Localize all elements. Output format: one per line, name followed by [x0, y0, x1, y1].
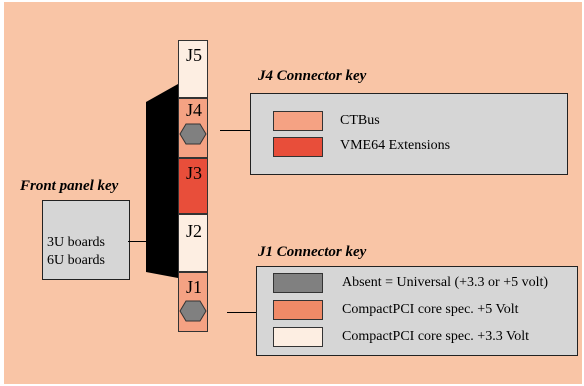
connector-j1-label: J1: [185, 277, 202, 297]
connector-j3-label: J3: [185, 163, 202, 183]
vme64-label: VME64 Extensions: [340, 138, 451, 153]
vme64-swatch: [273, 137, 323, 157]
front-panel-key-title: Front panel key: [20, 178, 119, 194]
ctbus-label: CTBus: [340, 113, 380, 128]
hexagon-key-icon: [179, 300, 207, 322]
ctbus-swatch: [273, 111, 323, 131]
connector-j5-label: J5: [185, 45, 202, 65]
core-3v3-label: CompactPCI core spec. +3.3 Volt: [342, 329, 530, 344]
j4-key-box: CTBus VME64 Extensions: [250, 93, 568, 175]
core-3v3-swatch: [273, 327, 323, 347]
absent-universal-swatch: [273, 273, 323, 293]
connector-j1: J1: [178, 272, 208, 332]
connector-j2-label: J2: [185, 221, 202, 241]
core-5v-label: CompactPCI core spec. +5 Volt: [342, 302, 519, 317]
absent-universal-label: Absent = Universal (+3.3 or +5 volt): [342, 275, 549, 290]
hexagon-key-icon: [179, 123, 207, 145]
front-panel-6u-label: 6U boards: [47, 253, 105, 268]
j1-key-box: Absent = Universal (+3.3 or +5 volt) Com…: [256, 266, 578, 356]
j1-key-title: J1 Connector key: [258, 244, 367, 260]
connector-j3: J3: [178, 158, 208, 214]
front-panel-key-box: 3U boards 6U boards: [42, 200, 130, 280]
front-panel-3u-label: 3U boards: [47, 235, 105, 250]
core-5v-swatch: [273, 300, 323, 320]
connector-j4-label: J4: [185, 100, 202, 120]
connector-j2: J2: [178, 214, 208, 272]
j4-key-connector-line: [220, 130, 250, 131]
j1-key-connector-line: [227, 312, 257, 313]
front-panel-connector-line: [128, 241, 148, 242]
j4-key-title: J4 Connector key: [258, 68, 367, 84]
front-panel-bar: [146, 84, 178, 278]
connector-j5: J5: [178, 40, 208, 98]
connector-j4: J4: [178, 98, 208, 158]
